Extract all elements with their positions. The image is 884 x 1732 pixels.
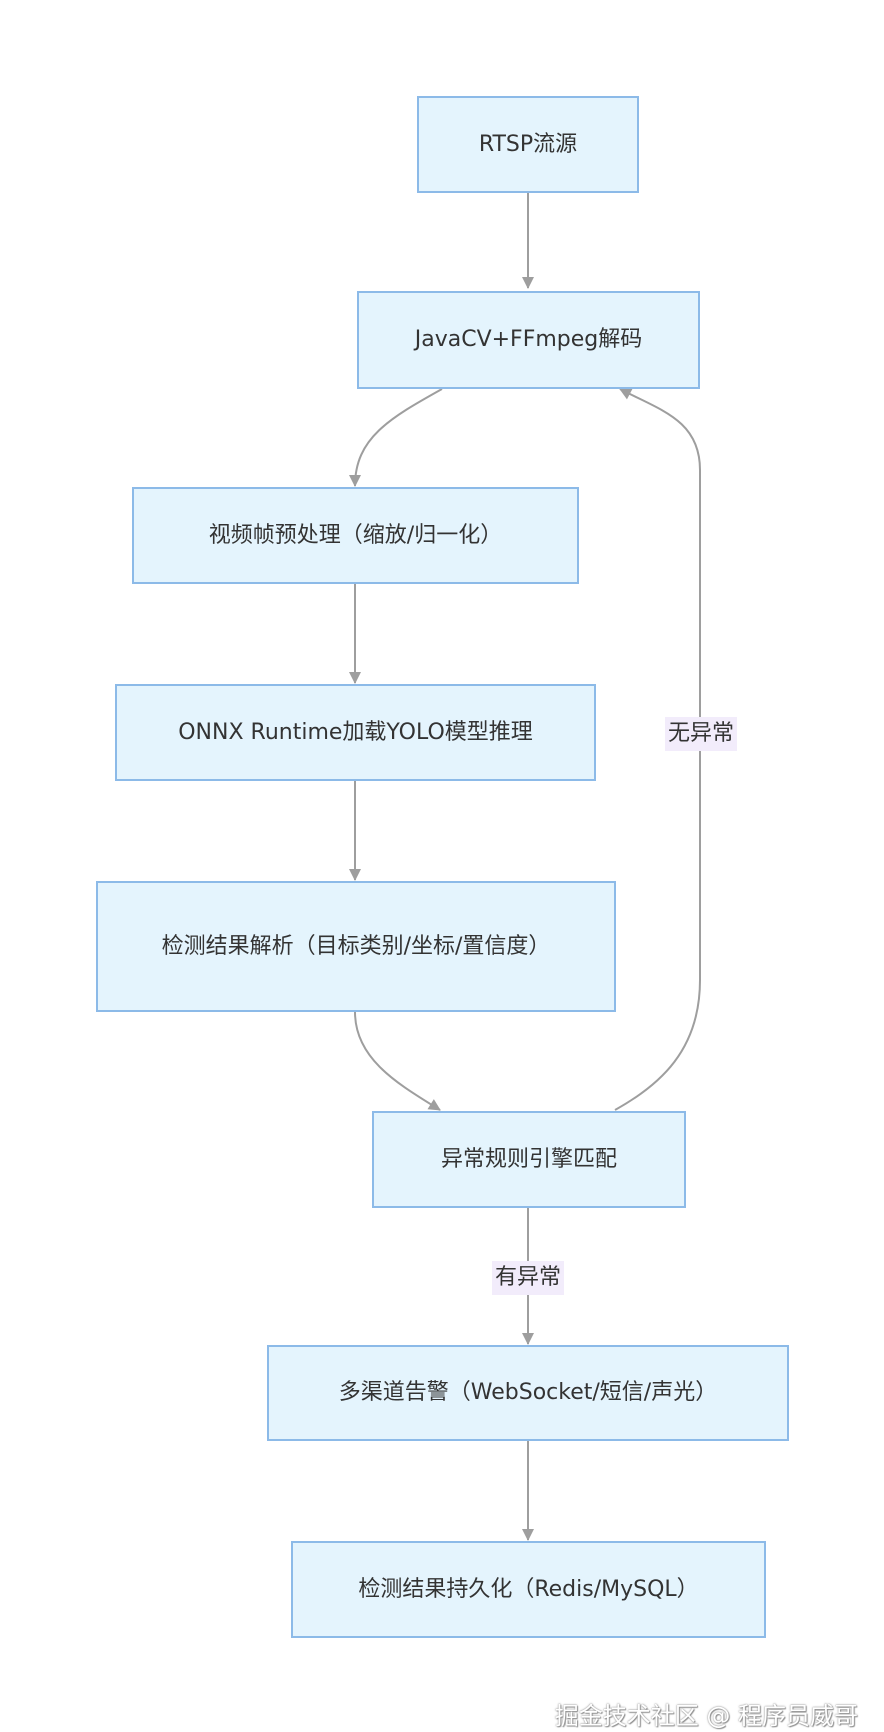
node-parse-results-label: 检测结果解析（目标类别/坐标/置信度） (161, 933, 551, 959)
edge-label-no-anomaly: 无异常 (665, 717, 738, 751)
edge-rules-to-decode-loop (614, 388, 701, 1111)
node-preprocess: 视频帧预处理（缩放/归一化） (132, 487, 579, 584)
node-alert: 多渠道告警（WebSocket/短信/声光） (267, 1345, 789, 1441)
node-decode: JavaCV+FFmpeg解码 (357, 291, 700, 389)
node-rtsp-source: RTSP流源 (417, 96, 639, 193)
edge-label-anomaly: 有异常 (492, 1261, 565, 1295)
node-preprocess-label: 视频帧预处理（缩放/归一化） (208, 522, 503, 548)
node-rtsp-source-label: RTSP流源 (478, 131, 578, 157)
node-persist-label: 检测结果持久化（Redis/MySQL） (358, 1576, 699, 1602)
node-persist: 检测结果持久化（Redis/MySQL） (291, 1541, 766, 1638)
node-inference-label: ONNX Runtime加载YOLO模型推理 (178, 719, 533, 745)
node-parse-results: 检测结果解析（目标类别/坐标/置信度） (96, 881, 616, 1012)
node-inference: ONNX Runtime加载YOLO模型推理 (115, 684, 596, 781)
edge-parse-to-rules (354, 1011, 441, 1111)
node-decode-label: JavaCV+FFmpeg解码 (414, 327, 643, 352)
node-rule-engine-label: 异常规则引擎匹配 (440, 1146, 617, 1172)
node-rule-engine: 异常规则引擎匹配 (372, 1111, 686, 1208)
node-alert-label: 多渠道告警（WebSocket/短信/声光） (338, 1380, 718, 1405)
edge-decode-to-preprocess (349, 388, 443, 487)
watermark-text: 掘金技术社区 @ 程序员威哥 (554, 1702, 858, 1730)
